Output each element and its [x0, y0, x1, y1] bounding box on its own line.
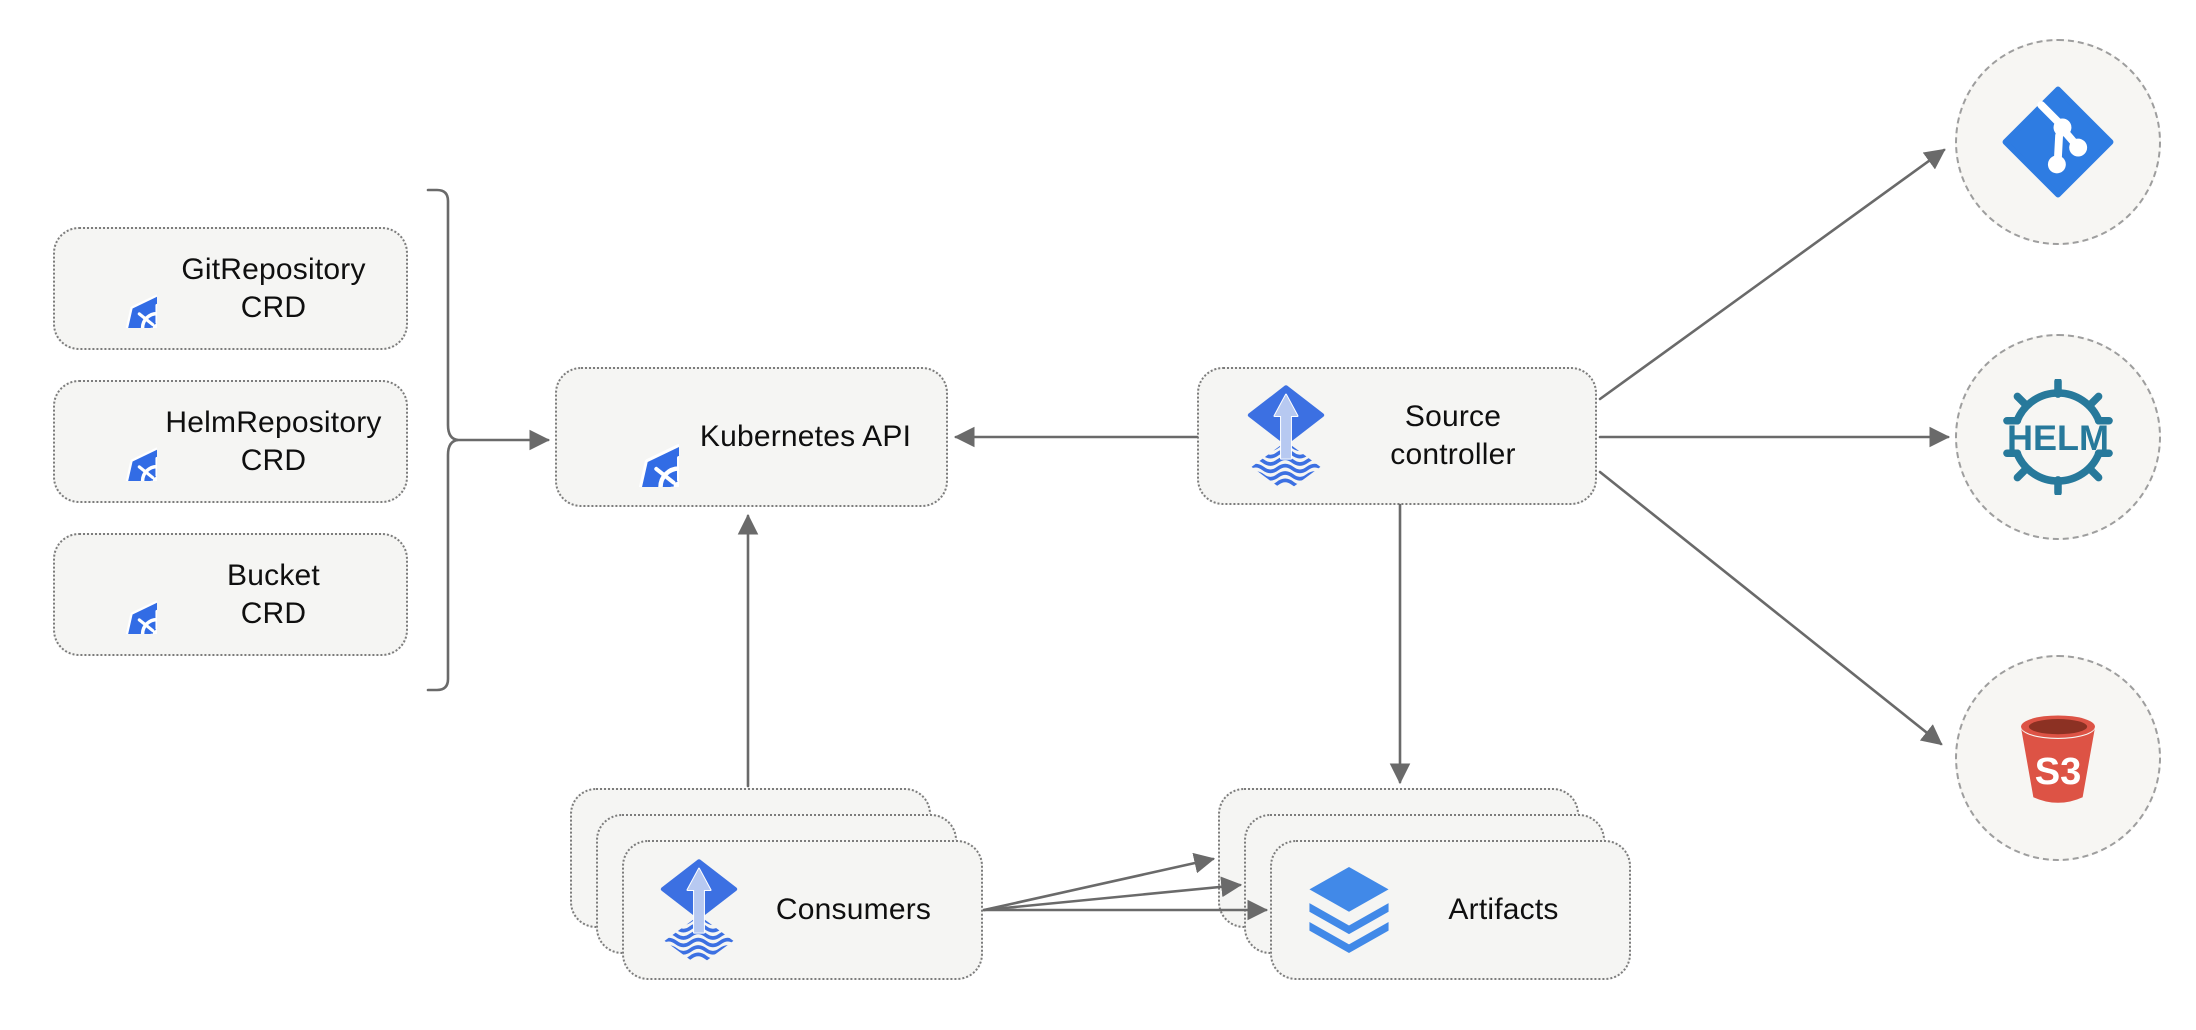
- crd-group-bracket: [426, 188, 459, 692]
- node-helm-endpoint: HELM: [1955, 334, 2161, 540]
- node-kubernetes-api: Kubernetes API: [555, 367, 948, 507]
- node-gitrepository-crd: GitRepository CRD: [53, 227, 408, 350]
- edge-consumers-to-artifacts-middle: [982, 876, 1243, 912]
- s3-wordmark: S3: [2035, 751, 2082, 793]
- flux-icon: [1245, 384, 1327, 489]
- kubernetes-icon: [79, 250, 157, 328]
- node-label: Source controller: [1390, 400, 1516, 471]
- helm-wordmark: HELM: [2007, 419, 2109, 458]
- node-label: Consumers: [775, 893, 932, 926]
- node-label: GitRepository CRD: [181, 252, 366, 324]
- node-s3-endpoint: S3: [1955, 655, 2161, 861]
- node-label: Bucket CRD: [227, 558, 320, 630]
- node-helmrepository-crd: HelmRepository CRD: [53, 380, 408, 503]
- kubernetes-icon: [79, 556, 157, 634]
- git-icon: [2002, 86, 2114, 198]
- kubernetes-icon: [579, 387, 679, 487]
- kubernetes-icon: [79, 403, 157, 481]
- node-source-controller: Source controller: [1197, 367, 1597, 505]
- edge-source-to-git: [1598, 148, 1946, 401]
- node-label: HelmRepository CRD: [165, 405, 382, 477]
- edge-source-to-s3: [1598, 470, 1943, 746]
- s3-bucket-icon: S3: [2021, 715, 2095, 803]
- node-label: Artifacts: [1448, 893, 1559, 926]
- node-git-endpoint: [1955, 39, 2161, 245]
- node-consumers: Consumers: [622, 840, 983, 980]
- flux-icon: [658, 858, 740, 963]
- helm-icon: HELM: [2003, 379, 2113, 495]
- edge-consumers-to-artifacts-back: [982, 852, 1216, 912]
- layers-icon: [1309, 867, 1389, 953]
- node-bucket-crd: Bucket CRD: [53, 533, 408, 656]
- node-label: Kubernetes API: [699, 420, 912, 453]
- node-artifacts: Artifacts: [1270, 840, 1631, 980]
